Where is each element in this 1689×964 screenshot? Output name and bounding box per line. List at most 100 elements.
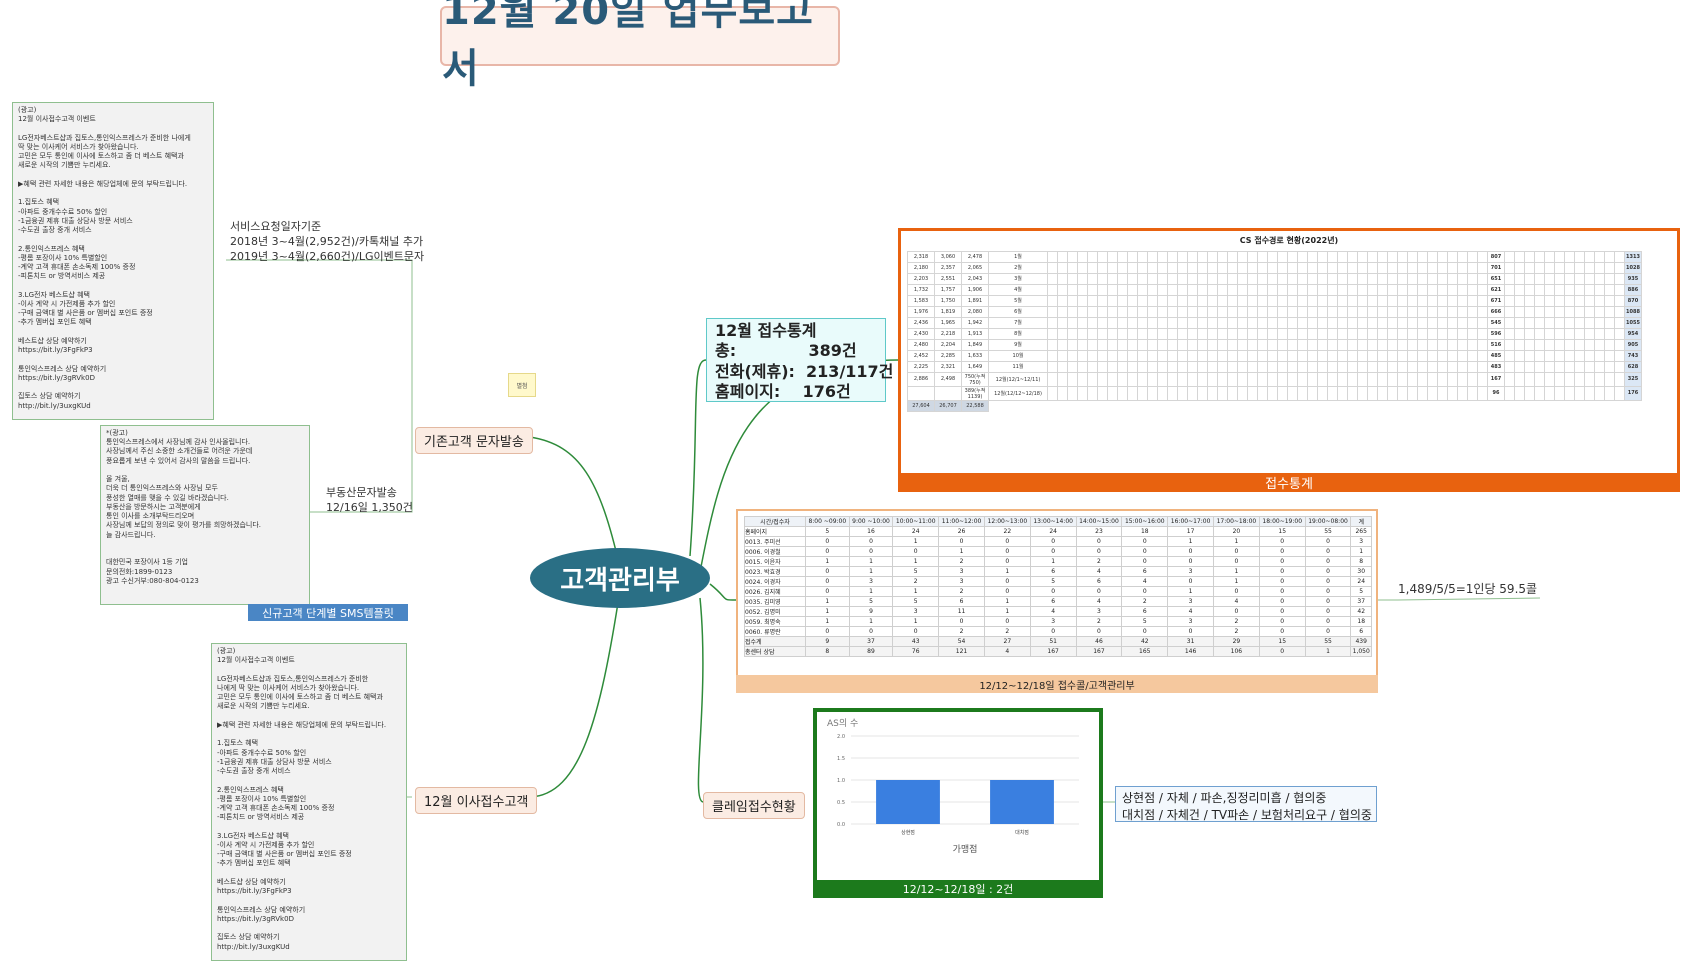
cs-cell [1524, 316, 1535, 329]
cs-cell [1117, 261, 1128, 274]
cs-cell [1207, 316, 1218, 329]
cs-cell [1337, 294, 1348, 307]
cs-cell [1504, 305, 1515, 318]
cs-cell [1117, 316, 1128, 329]
cs-cell [1544, 360, 1555, 373]
cs-cell [1457, 305, 1468, 318]
cs-cell [1127, 294, 1138, 307]
cs-cell [1337, 327, 1348, 340]
cs-cell [1417, 261, 1428, 274]
cs-cell [1457, 283, 1468, 296]
cs-cell [1217, 360, 1228, 373]
cs-year-cell: 1,849 [961, 338, 989, 351]
cs-cell [1117, 294, 1128, 307]
cs-month-label: 12월(12/12~12/18) [988, 385, 1048, 401]
cs-cell [1594, 371, 1605, 387]
cs-cell [1327, 305, 1338, 318]
cs-cell [1067, 360, 1078, 373]
topic-existing-sms[interactable]: 기존고객 문자발송 [415, 427, 533, 454]
cs-cell [1417, 283, 1428, 296]
cs-cell [1047, 316, 1058, 329]
cs-cell [1177, 316, 1188, 329]
cs-cell [1407, 349, 1418, 362]
cs-cell [1087, 272, 1098, 285]
cs-cell [1514, 316, 1525, 329]
cs-cell [1267, 371, 1278, 387]
cs-month-label: 10월 [988, 349, 1048, 362]
cs-cell [1554, 305, 1565, 318]
cs-cell [1504, 360, 1515, 373]
cs-cell [1287, 371, 1298, 387]
cs-cell [1167, 338, 1178, 351]
cs-cell [1534, 338, 1545, 351]
hour-header: 13:00~14:00 [1029, 516, 1077, 527]
central-topic[interactable]: 고객관리부 [530, 548, 710, 608]
cs-cell [1157, 283, 1168, 296]
cs-cell [1457, 250, 1468, 263]
cs-cell [1574, 316, 1585, 329]
table-cell: 4 [1029, 606, 1077, 617]
table-cell: 0 [1258, 556, 1306, 567]
cs-cell [1367, 250, 1378, 263]
table-cell: 0 [1213, 556, 1260, 567]
row-label: 0026. 김지혜 [744, 586, 806, 597]
service-note-line: 서비스요청일자기준 [230, 220, 322, 233]
table-cell: 24 [1029, 526, 1077, 537]
cs-cell [1574, 305, 1585, 318]
cs-cell [1127, 250, 1138, 263]
cs-cell [1427, 316, 1438, 329]
cs-cell [1207, 272, 1218, 285]
stats-web: 홈페이지: 176건 [715, 382, 851, 402]
cs-cell [1447, 385, 1458, 401]
cs-cell [1167, 250, 1178, 263]
table-cell: 0 [1213, 606, 1260, 617]
table-cell: 0 [848, 536, 894, 547]
hour-header: 10:00~11:00 [892, 516, 940, 527]
cs-cell [1437, 338, 1448, 351]
cs-cell [1307, 261, 1318, 274]
cs-cell [1317, 327, 1328, 340]
cs-cell [1504, 261, 1515, 274]
cs-cell [1337, 338, 1348, 351]
cs-cell [1067, 261, 1078, 274]
cs-cell [1297, 327, 1308, 340]
cs-cell [1127, 327, 1138, 340]
cs-cell [1357, 360, 1368, 373]
cs-cell [1524, 338, 1535, 351]
cs-cell [1377, 261, 1388, 274]
cs-cell [1367, 294, 1378, 307]
cs-cell [1614, 261, 1625, 274]
topic-moving-customers[interactable]: 12월 이사접수고객 [415, 787, 538, 814]
attachment-sticky[interactable]: 별첨 [508, 373, 536, 397]
table-cell: 0 [1167, 556, 1214, 567]
topic-claims[interactable]: 클레임접수현황 [703, 792, 805, 819]
table-cell: 0 [1213, 586, 1260, 597]
table-cell: 0 [892, 626, 940, 637]
table-cell: 0 [1304, 586, 1352, 597]
table-cell: 2 [938, 586, 985, 597]
table-cell: 5 [1029, 576, 1077, 587]
table-cell: 0 [1029, 586, 1077, 597]
cs-cell [1367, 360, 1378, 373]
cs-cell [1087, 261, 1098, 274]
cs-cell [1437, 371, 1448, 387]
cs-cell [1477, 294, 1488, 307]
cs-month-total: 485 [1487, 349, 1505, 362]
hour-header: 19:00~08:00 [1304, 516, 1352, 527]
sms-template-link[interactable]: 신규고객 단계별 SMS템플릿 [248, 604, 408, 621]
cs-cell [1067, 349, 1078, 362]
cs-cell [1447, 305, 1458, 318]
cs-cell [1427, 327, 1438, 340]
cs-cell [1534, 283, 1545, 296]
table-cell: 23 [1075, 526, 1123, 537]
cs-cell [1057, 316, 1068, 329]
cs-cell [1187, 349, 1198, 362]
cs-cell [1267, 305, 1278, 318]
table-cell: 1 [1213, 576, 1260, 587]
row-label: 0035. 김미영 [744, 596, 806, 607]
cs-cell [1117, 360, 1128, 373]
